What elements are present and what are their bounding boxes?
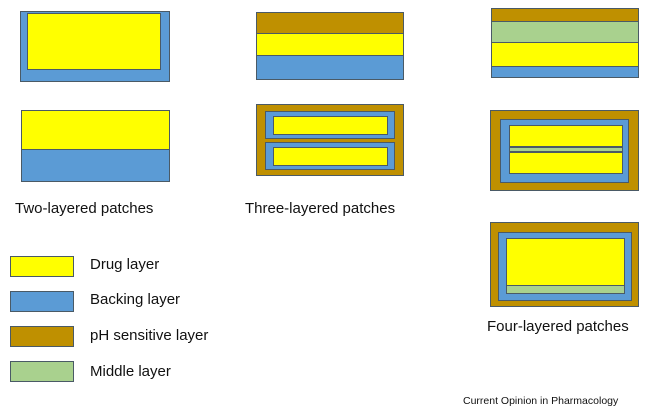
four-layer-patch-c: [490, 222, 639, 307]
ph-sensitive-layer: [256, 12, 404, 34]
legend-swatch-backing: [10, 291, 74, 312]
drug-layer: [506, 238, 625, 286]
backing-layer: [256, 55, 404, 80]
backing-layer: [500, 119, 629, 183]
legend-label-ph: pH sensitive layer: [90, 327, 209, 344]
backing-layer: [21, 149, 170, 182]
caption-four-layered: Four-layered patches: [487, 318, 629, 335]
backing-layer: [265, 111, 395, 139]
two-layer-patch-b: [21, 110, 170, 182]
drug-layer: [21, 110, 170, 150]
middle-layer: [506, 285, 625, 294]
backing-layer: [265, 142, 395, 170]
legend-label-drug: Drug layer: [90, 256, 160, 273]
legend-label-middle: Middle layer: [90, 363, 171, 380]
source-credit: Current Opinion in Pharmacology: [463, 395, 619, 407]
drug-layer: [509, 125, 623, 147]
legend-swatch-drug: [10, 256, 74, 277]
drug-layer: [273, 116, 388, 135]
three-layer-patch-a: [256, 12, 404, 80]
backing-layer: [491, 66, 639, 78]
drug-layer: [27, 13, 161, 70]
legend-label-backing: Backing layer: [90, 291, 181, 308]
backing-layer: [498, 232, 632, 301]
middle-layer: [491, 21, 639, 43]
drug-layer: [491, 42, 639, 67]
legend-swatch-ph: [10, 326, 74, 347]
four-layer-patch-b: [490, 110, 639, 191]
caption-three-layered: Three-layered patches: [245, 200, 396, 217]
legend-swatch-middle: [10, 361, 74, 382]
drug-layer: [256, 33, 404, 56]
ph-sensitive-layer: [491, 8, 639, 22]
middle-layer: [509, 147, 623, 152]
four-layer-patch-a: [491, 8, 639, 78]
three-layer-patch-b: [256, 104, 404, 176]
caption-two-layered: Two-layered patches: [15, 200, 154, 217]
two-layer-patch-a: [20, 11, 170, 82]
drug-layer: [273, 147, 388, 166]
drug-layer: [509, 152, 623, 174]
